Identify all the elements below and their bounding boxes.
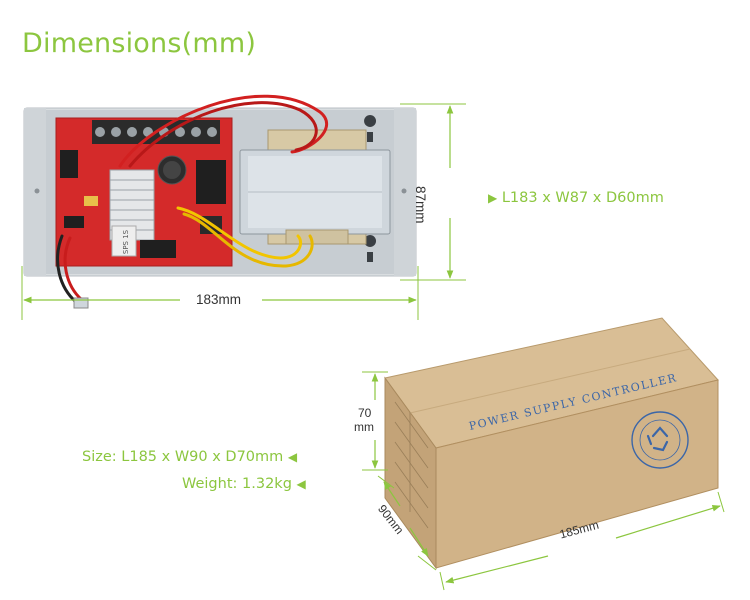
controller-width-label: 183mm <box>196 292 242 307</box>
box-weight-text: Weight: 1.32kg <box>182 476 292 492</box>
pcb-board: SPS 1S <box>55 117 233 267</box>
controller-height-dimension <box>400 103 466 281</box>
controller-spec: ▶ L183 x W87 x D60mm <box>488 190 664 206</box>
controller-height-label: 87mm <box>413 186 428 224</box>
box-size-text: Size: L185 x W90 x D70mm <box>82 449 284 465</box>
packaging-box: POWER SUPPLY CONTROLLER <box>384 317 719 570</box>
transformer <box>239 129 391 245</box>
arrow-left-icon: ◀ <box>287 450 298 464</box>
box-weight-spec: Weight: 1.32kg ◀ <box>182 476 306 492</box>
box-length-dimension <box>439 491 725 591</box>
page-title: Dimensions(mm) <box>22 28 257 59</box>
arrow-right-icon: ▶ <box>488 191 498 205</box>
box-height-label-unit: mm <box>354 420 374 434</box>
controller-spec-text: L183 x W87 x D60mm <box>501 190 664 206</box>
controller-photo: SPS 1S <box>23 94 417 309</box>
box-size-spec: Size: L185 x W90 x D70mm ◀ <box>82 449 297 465</box>
box-height-dimension <box>362 371 388 471</box>
recycle-icon <box>631 411 689 469</box>
box-height-label-number: 70 <box>358 406 372 420</box>
box-depth-dimension <box>377 475 437 571</box>
controller-width-dimension <box>21 266 419 320</box>
wires <box>56 94 329 309</box>
pcb-label: SPS 1S <box>122 229 130 254</box>
arrow-left-icon: ◀ <box>296 477 306 491</box>
